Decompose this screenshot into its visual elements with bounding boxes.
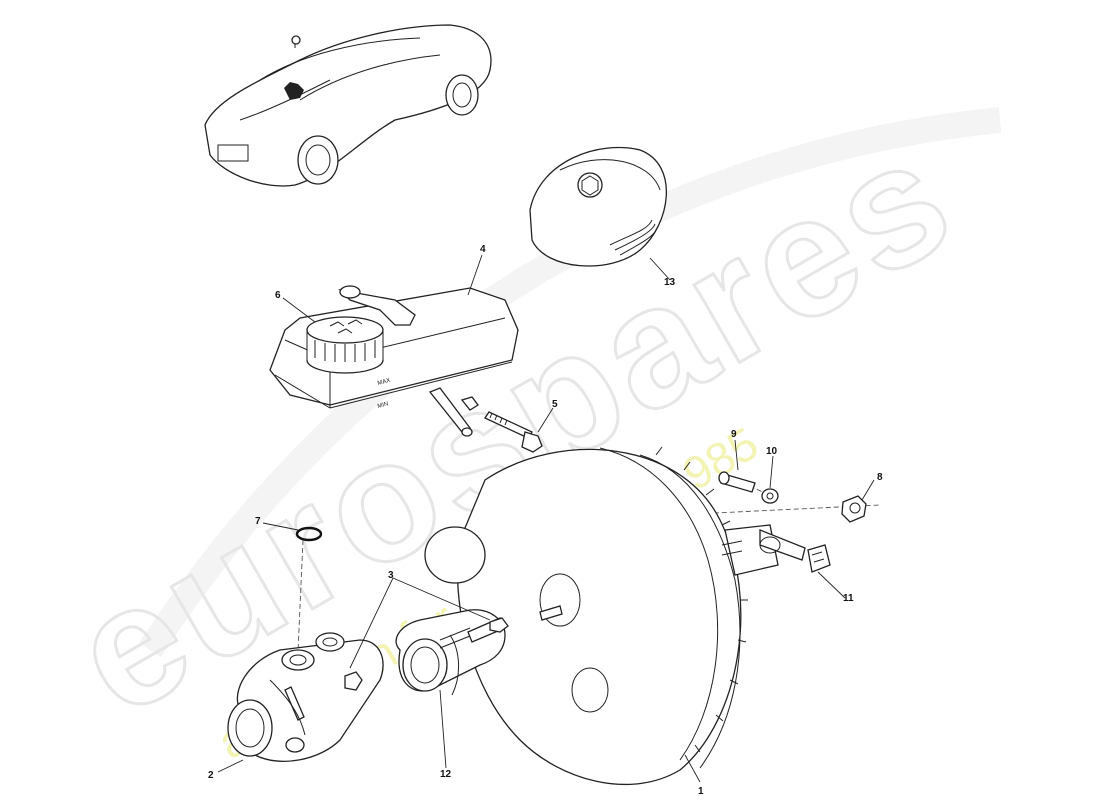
part-8-nut (841, 495, 867, 523)
callout-9: 9 (731, 429, 737, 440)
part-11-clip (807, 544, 831, 573)
callout-3: 3 (388, 570, 394, 581)
part-1-booster (424, 446, 806, 786)
part-13-cap (529, 146, 667, 267)
callout-2: 2 (208, 770, 214, 781)
svg-text:MIN: MIN (377, 401, 389, 410)
callout-5: 5 (552, 399, 558, 410)
callout-4: 4 (480, 244, 486, 255)
part-4-reservoir: MAX MIN (269, 285, 519, 437)
car-thumbnail-icon (204, 24, 492, 187)
callout-13: 13 (664, 277, 676, 288)
part-6-cap (306, 316, 384, 374)
callout-10: 10 (766, 446, 778, 457)
callouts: 1 2 3 4 5 6 7 8 9 10 11 12 13 (208, 244, 883, 797)
svg-text:MAX: MAX (377, 378, 391, 387)
callout-8: 8 (877, 472, 883, 483)
part-2-master-cylinder (227, 632, 384, 762)
part-7-o-ring (295, 526, 323, 542)
callout-12: 12 (440, 769, 452, 780)
part-5-bolt (484, 411, 543, 453)
callout-11: 11 (843, 593, 854, 604)
callout-1: 1 (698, 786, 704, 797)
part-12-spacer (395, 609, 509, 696)
part-9-stud (718, 471, 756, 493)
callout-7: 7 (255, 516, 261, 527)
callout-6: 6 (275, 290, 281, 301)
leader-lines (217, 254, 875, 783)
part-10-washer (761, 488, 779, 504)
